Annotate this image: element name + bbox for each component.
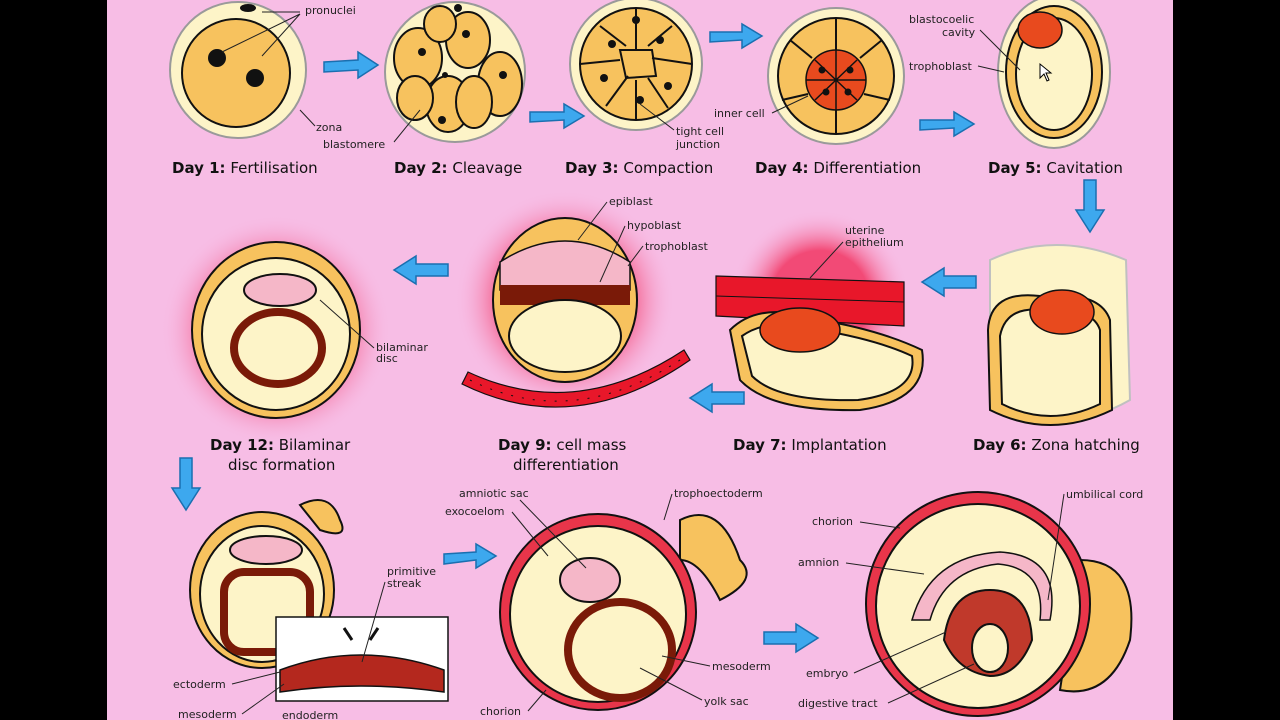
- gastrulation-embryo: [189, 499, 449, 702]
- arrow-day6-day7: [920, 266, 977, 298]
- caption-day6: Day 6: Zona hatching: [973, 436, 1140, 454]
- caption-day7: Day 7: Implantation: [733, 436, 887, 454]
- label-blastomere: blastomere: [323, 138, 385, 151]
- day4-differentiated-embryo: [767, 7, 905, 145]
- day6-zona-hatching: [986, 244, 1132, 426]
- arrow-row3-2: [763, 622, 820, 654]
- label-trophoblast: trophoblast: [909, 60, 973, 73]
- label-uterine-1: uterine: [845, 224, 885, 237]
- day3-compacted-embryo: [569, 0, 703, 131]
- label-primitive-1: primitive: [387, 565, 436, 578]
- label-mesoderm: mesoderm: [178, 708, 237, 720]
- arrow-row3-1: [443, 542, 498, 570]
- arrow-day12-row3: [170, 457, 202, 512]
- label-trophoblast-2: trophoblast: [645, 240, 709, 253]
- label-primitive-2: streak: [387, 577, 422, 590]
- label-epiblast: epiblast: [609, 195, 653, 208]
- day1-zygote: [169, 1, 307, 139]
- label-trophoectoderm: trophoectoderm: [674, 487, 763, 500]
- arrow-day9-day12: [392, 254, 449, 286]
- amniotic-stage-embryo: [499, 513, 748, 711]
- caption-day9-line2: differentiation: [513, 456, 619, 474]
- arrow-day5-day6: [1074, 179, 1106, 234]
- label-mesoderm-2: mesoderm: [712, 660, 771, 673]
- label-digestive-tract: digestive tract: [798, 697, 878, 710]
- mouse-cursor: [1039, 62, 1053, 82]
- label-inner-cell: inner cell: [714, 107, 765, 120]
- caption-day12-line1: Day 12: Bilaminar: [210, 436, 351, 454]
- label-pronuclei: pronuclei: [305, 4, 356, 17]
- label-zona: zona: [316, 121, 342, 134]
- label-bilaminar-2: disc: [376, 352, 398, 365]
- caption-day2: Day 2: Cleavage: [394, 159, 522, 177]
- arrow-day7-day9: [688, 382, 745, 414]
- caption-day1: Day 1: Fertilisation: [172, 159, 318, 177]
- day9-cell-mass: [455, 190, 691, 410]
- label-chorion-2: chorion: [812, 515, 853, 528]
- label-exocoelom: exocoelom: [445, 505, 505, 518]
- label-blastocoelic-1: blastocoelic: [909, 13, 974, 26]
- arrow-day2-day3: [529, 102, 586, 130]
- label-chorion: chorion: [480, 705, 521, 718]
- label-ectoderm: ectoderm: [173, 678, 226, 691]
- arrow-day3-day4: [709, 22, 764, 50]
- label-yolk-sac: yolk sac: [704, 695, 749, 708]
- label-bilaminar-1: bilaminar: [376, 341, 428, 354]
- caption-day3: Day 3: Compaction: [565, 159, 713, 177]
- embryo-development-diagram: pronuclei zona blastomere tight cell jun…: [161, 0, 1143, 720]
- label-endoderm: endoderm: [282, 709, 338, 720]
- late-stage-embryo: [865, 491, 1133, 717]
- label-umbilical-cord: umbilical cord: [1066, 488, 1143, 501]
- label-amnion: amnion: [798, 556, 839, 569]
- label-tight-cell-1: tight cell: [676, 125, 724, 138]
- day12-bilaminar-disc: [161, 215, 391, 445]
- label-tight-cell-2: junction: [675, 138, 720, 151]
- label-hypoblast: hypoblast: [627, 219, 682, 232]
- day7-implantation: [715, 210, 924, 412]
- arrow-day1-day2: [323, 50, 380, 80]
- day2-cleavage-embryo: [384, 1, 526, 143]
- caption-day9-line1: Day 9: cell mass: [498, 436, 627, 454]
- diagram-panel: pronuclei zona blastomere tight cell jun…: [107, 0, 1173, 720]
- caption-day5: Day 5: Cavitation: [988, 159, 1123, 177]
- caption-day4: Day 4: Differentiation: [755, 159, 921, 177]
- caption-day12-line2: disc formation: [228, 456, 335, 474]
- label-embryo: embryo: [806, 667, 848, 680]
- day5-blastocyst: [997, 0, 1111, 149]
- label-blastocoelic-2: cavity: [942, 26, 976, 39]
- label-amniotic-sac: amniotic sac: [459, 487, 529, 500]
- label-uterine-2: epithelium: [845, 236, 904, 249]
- arrow-day4-day5: [919, 110, 976, 138]
